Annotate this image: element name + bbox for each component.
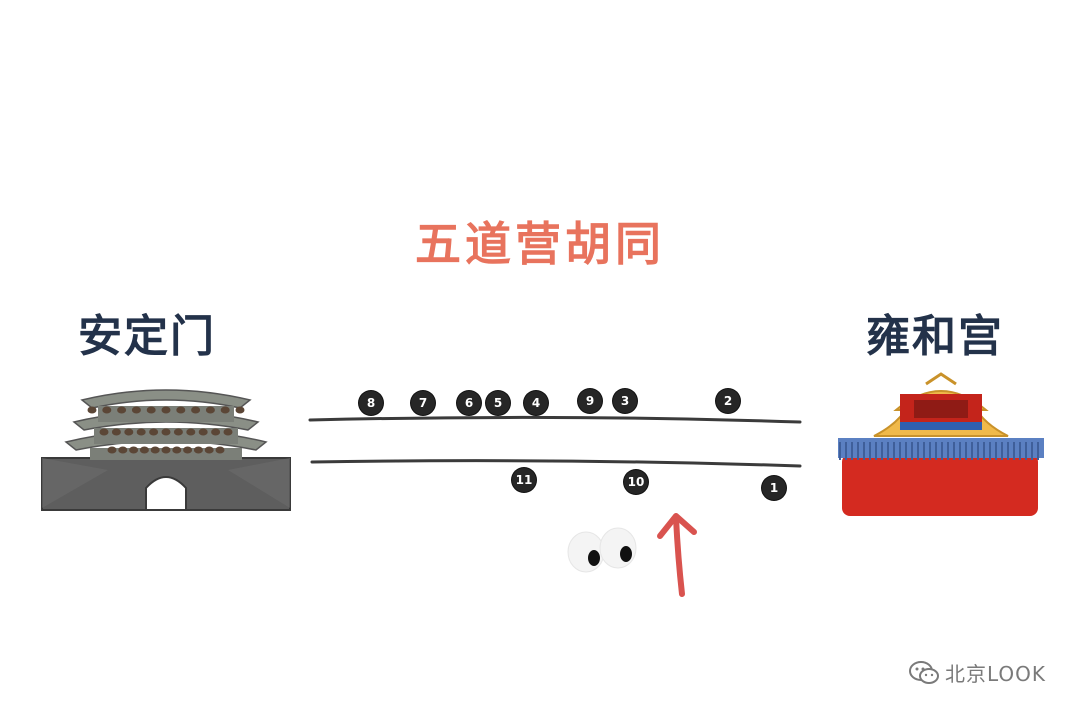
marker-10[interactable]: 10 — [624, 470, 648, 494]
marker-1[interactable]: 1 — [762, 476, 786, 500]
landmark-label-west: 安定门 — [78, 311, 216, 362]
marker-3[interactable]: 3 — [613, 389, 637, 413]
marker-5[interactable]: 5 — [486, 391, 510, 415]
street-north-edge — [308, 415, 802, 424]
arrow-up-icon — [657, 513, 697, 597]
marker-2[interactable]: 2 — [716, 389, 740, 413]
wechat-icon — [908, 660, 939, 684]
watermark-text: 北京LOOK — [944, 662, 1046, 686]
marker-7[interactable]: 7 — [411, 391, 435, 415]
marker-4[interactable]: 4 — [524, 391, 548, 415]
eyes-icon — [567, 527, 637, 573]
marker-6[interactable]: 6 — [457, 391, 481, 415]
marker-8[interactable]: 8 — [359, 391, 383, 415]
marker-11[interactable]: 11 — [512, 468, 536, 492]
landmark-label-east: 雍和宫 — [866, 311, 1004, 362]
watermark: 北京LOOK — [908, 658, 1046, 687]
city-gate-illustration — [41, 389, 291, 511]
temple-illustration — [838, 372, 1044, 516]
map-title: 五道营胡同 — [415, 217, 665, 271]
street-south-edge — [310, 459, 802, 468]
marker-9[interactable]: 9 — [578, 389, 602, 413]
